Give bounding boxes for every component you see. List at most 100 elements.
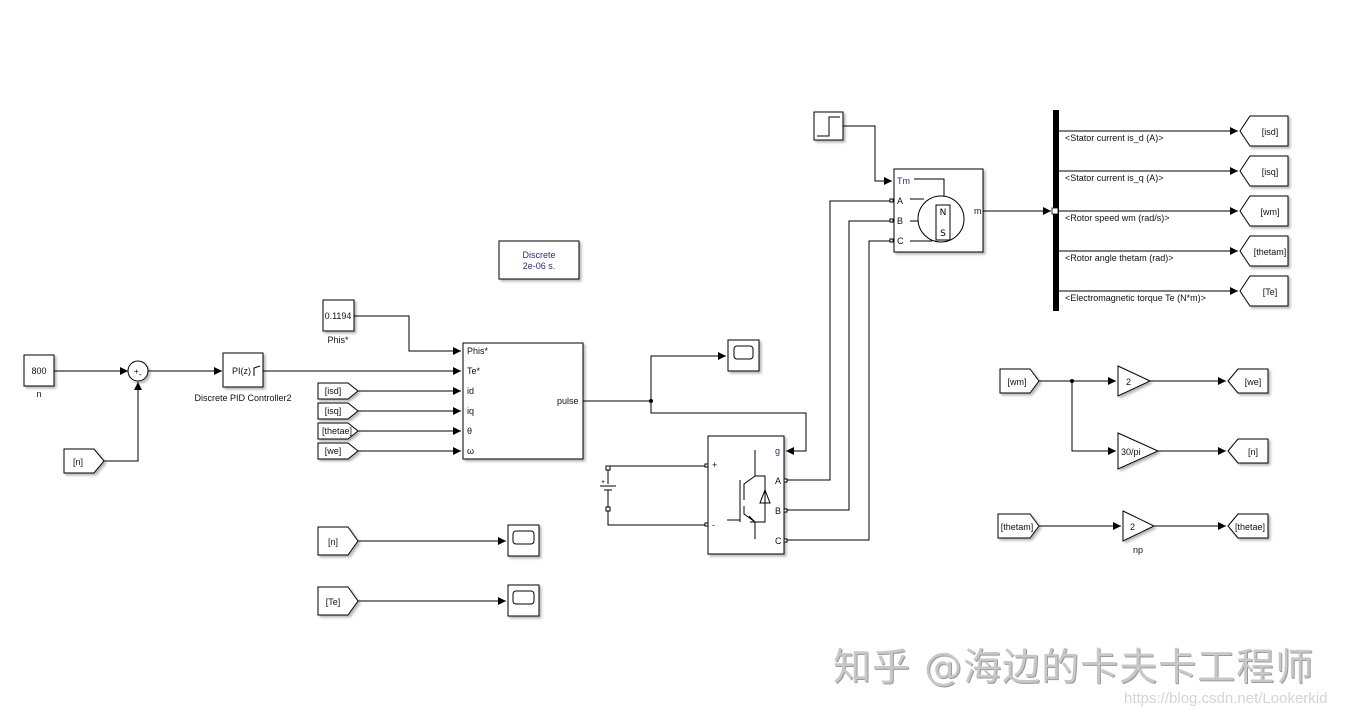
bus-signal-row: <Rotor speed wm (rad/s)> [wm] — [1059, 195, 1289, 227]
from-thetam-label: [thetam] — [1001, 522, 1034, 532]
bus-signal-label: <Rotor angle thetam (rad)> — [1065, 253, 1174, 263]
goto-block[interactable]: [Te] — [1239, 275, 1289, 307]
goto-block[interactable]: [thetam] — [1239, 235, 1289, 267]
from-block-thetae[interactable]: [thetae] — [317, 422, 359, 440]
watermark-url: https://blog.csdn.net/Lookerkid — [1124, 690, 1328, 707]
pole-n: N — [940, 208, 947, 218]
inverter-dc-minus: - — [712, 520, 715, 530]
step-load-torque[interactable] — [813, 111, 844, 141]
pmsm-motor-block[interactable]: Tm A B C m N S — [889, 168, 984, 253]
bus-signal-label: <Electromagnetic torque Te (N*m)> — [1065, 293, 1206, 303]
wire-dc-minus — [607, 511, 706, 526]
wire-flux-to-controller — [354, 315, 461, 355]
dtc-controller-subsystem[interactable]: Phis* Te* id iq θ ω pulse — [462, 342, 584, 460]
goto-label: [Te] — [1263, 287, 1278, 297]
powergui-block[interactable]: Discrete 2e-06 s. — [498, 240, 580, 280]
gain1-value: 2 — [1126, 377, 1131, 387]
from-block-te-scope[interactable]: [Te] — [317, 586, 359, 616]
gain-block-rpm[interactable]: 30/pi — [1117, 432, 1160, 470]
port-te: Te* — [467, 366, 481, 376]
dc-voltage-source[interactable]: + — [600, 465, 616, 512]
inverter-port-a: A — [775, 476, 781, 486]
goto-label: [isq] — [1262, 167, 1279, 177]
wire-wm-to-gain2 — [1071, 381, 1116, 455]
solver-line1: Discrete — [522, 250, 555, 260]
wire-pulse-to-scope — [650, 352, 726, 401]
bus-signal-label: <Stator current is_d (A)> — [1065, 133, 1164, 143]
port-iq: iq — [467, 406, 474, 416]
goto-label: [wm] — [1261, 207, 1280, 217]
inverter-dc-plus: + — [712, 460, 717, 470]
from-isq-label: [isq] — [325, 406, 342, 416]
bus-signal-row: <Stator current is_q (A)> [isq] — [1059, 155, 1289, 187]
np-gain-value: 2 — [1130, 522, 1135, 532]
bus-signal-row: <Electromagnetic torque Te (N*m)> [Te] — [1059, 275, 1289, 307]
from-block-isq[interactable]: [isq] — [317, 402, 359, 420]
from-block-thetam[interactable]: [thetam] — [997, 513, 1040, 539]
wire-step-to-tm — [843, 125, 892, 185]
goto-we-label: [we] — [1245, 377, 1262, 387]
motor-icon — [910, 178, 965, 243]
from-wm-label: [wm] — [1008, 377, 1027, 387]
goto-block-n[interactable]: [n] — [1227, 438, 1269, 464]
torque-scope[interactable] — [507, 584, 540, 617]
inverter-block[interactable]: + - g A B C — [704, 435, 788, 555]
goto-block[interactable]: [wm] — [1239, 195, 1289, 227]
bus-selector[interactable] — [1051, 110, 1059, 311]
port-phis: Phis* — [467, 346, 489, 356]
goto-thetae-label: [thetae] — [1235, 522, 1265, 532]
goto-block-we[interactable]: [we] — [1227, 368, 1269, 394]
motor-tm-port: Tm — [897, 176, 910, 186]
goto-n-label: [n] — [1248, 447, 1258, 457]
bus-signal-label: <Stator current is_q (A)> — [1065, 173, 1164, 183]
goto-label: [isd] — [1262, 127, 1279, 137]
from-block-n-feedback[interactable]: [n] — [63, 448, 105, 474]
bus-signal-row: <Rotor angle thetam (rad)> [thetam] — [1059, 235, 1289, 267]
speed-scope[interactable] — [507, 524, 540, 557]
wire-phase-a — [787, 200, 892, 481]
bus-signal-label: <Rotor speed wm (rad/s)> — [1065, 213, 1170, 223]
saturation-icon — [253, 365, 261, 376]
pid-label: Discrete PID Controller2 — [194, 393, 291, 403]
wire-pulse-to-gate — [650, 401, 807, 455]
inverter-port-b: B — [775, 506, 781, 516]
igbt-icon — [727, 450, 771, 539]
watermark-zhihu: 知乎 @海边的卡夫卡工程师 — [833, 645, 1315, 689]
from-we-label: [we] — [325, 446, 342, 456]
sum-plus: + — [134, 367, 139, 376]
goto-block[interactable]: [isq] — [1239, 155, 1289, 187]
bus-signal-row: <Stator current is_d (A)> [isd] — [1059, 115, 1289, 147]
pole-s: S — [940, 229, 946, 239]
from-n-scope-label: [n] — [328, 537, 338, 547]
wire-phase-c — [787, 240, 892, 541]
goto-block-thetae[interactable]: [thetae] — [1227, 513, 1269, 539]
speed-reference-constant[interactable]: 800 n — [23, 354, 55, 399]
flux-reference-constant[interactable]: 0.1194 Phis* — [322, 299, 355, 345]
from-block-we[interactable]: [we] — [317, 442, 359, 460]
from-block-n-scope[interactable]: [n] — [317, 526, 359, 556]
gain-block-pole-pairs[interactable]: 2 — [1117, 365, 1152, 397]
inverter-port-c: C — [775, 536, 782, 546]
sum-block[interactable]: + - — [127, 360, 149, 382]
gain-block-np[interactable]: 2 np — [1122, 510, 1156, 555]
speed-ref-label: n — [36, 389, 41, 399]
pulse-scope[interactable] — [727, 339, 760, 372]
wire-feedback — [104, 382, 142, 462]
gain2-value: 30/pi — [1121, 447, 1141, 457]
goto-block[interactable]: [isd] — [1239, 115, 1289, 147]
from-te-scope-label: [Te] — [326, 597, 341, 607]
scope-icon — [512, 530, 535, 545]
flux-ref-label: Phis* — [327, 335, 349, 345]
port-pulse: pulse — [557, 396, 579, 406]
motor-port-c: C — [897, 236, 904, 246]
from-block-isd[interactable]: [isd] — [317, 382, 359, 400]
from-n-label: [n] — [73, 457, 83, 467]
from-block-wm[interactable]: [wm] — [999, 368, 1040, 394]
scope-icon — [512, 590, 535, 605]
port-theta: θ — [467, 426, 472, 436]
pid-controller-block[interactable]: PI(z) Discrete PID Controller2 — [194, 352, 292, 403]
speed-ref-value: 800 — [31, 366, 46, 376]
step-icon — [817, 116, 840, 137]
motor-m-port: m — [974, 206, 982, 216]
